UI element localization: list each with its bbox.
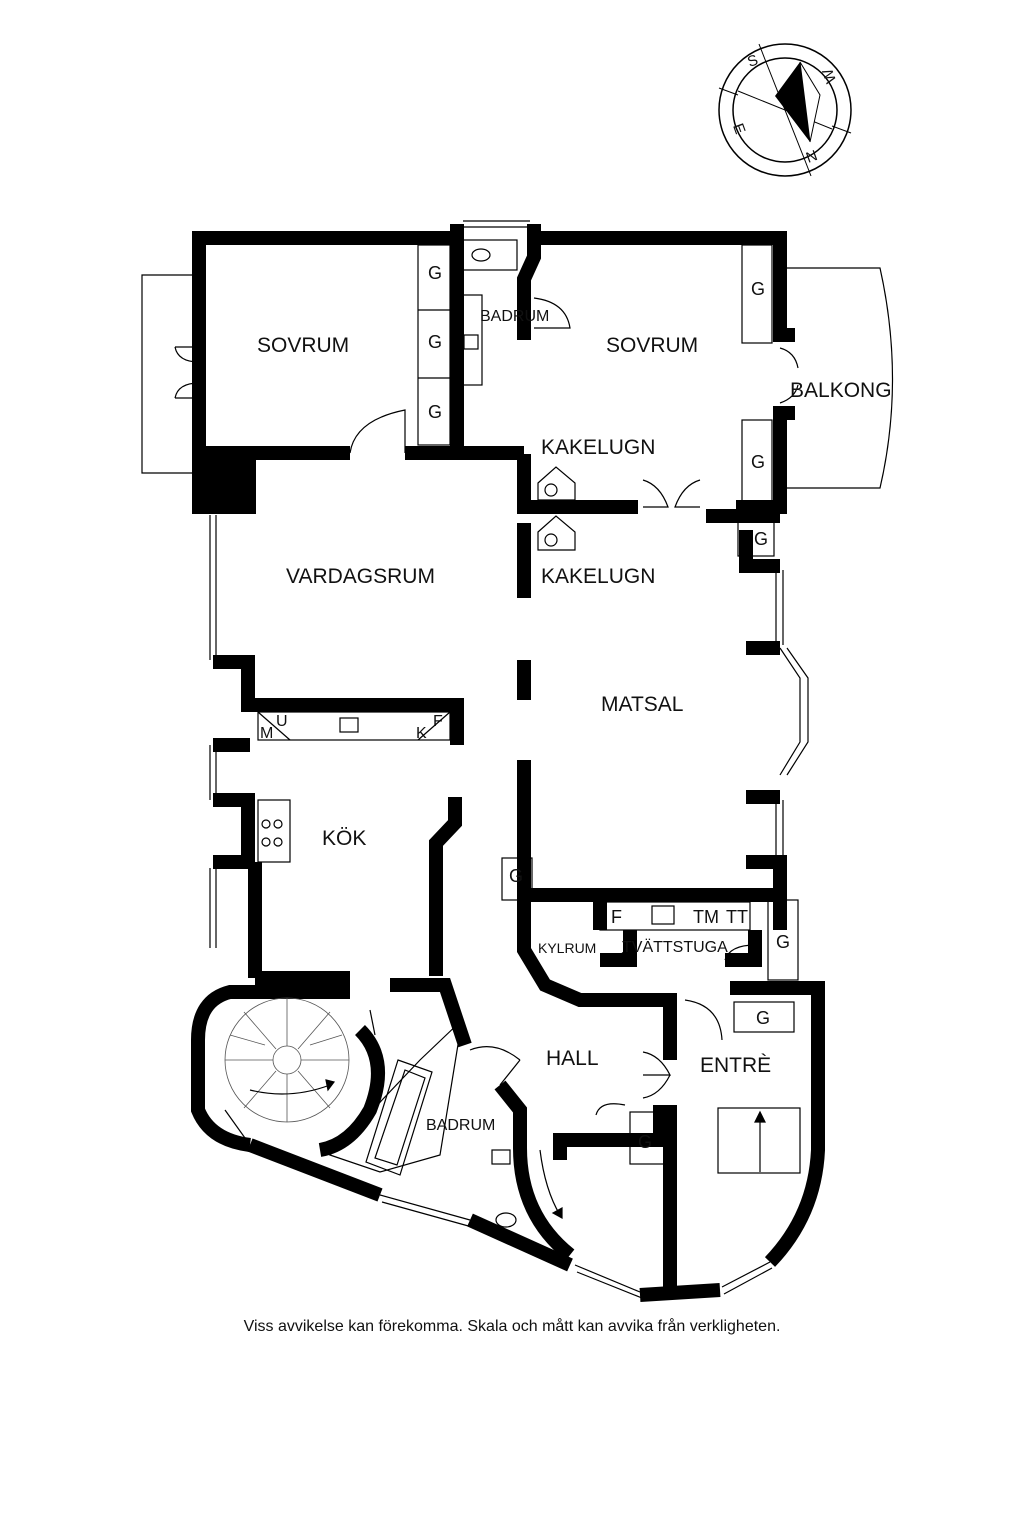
- closet-marker: G: [428, 332, 442, 352]
- room-label-matsal: MATSAL: [601, 693, 683, 716]
- closet-marker: G: [509, 866, 523, 886]
- room-label-sovrum-right: SOVRUM: [606, 334, 698, 357]
- room-label-kok: KÖK: [322, 827, 366, 850]
- compass-s-label: S: [745, 51, 760, 70]
- bathtub: [328, 1018, 463, 1176]
- closet-markers: G G G G G G G G G G: [428, 263, 790, 1152]
- room-label-entre: ENTRÈ: [700, 1054, 771, 1077]
- room-label-badrum-top: BADRUM: [480, 308, 549, 325]
- room-label-sovrum-left: SOVRUM: [257, 334, 349, 357]
- wall-block: [192, 446, 256, 514]
- fixtures: [257, 248, 675, 1228]
- room-label-tvattstuga: TVÄTTSTUGA: [622, 938, 728, 956]
- kitchen-marker-u: U: [276, 713, 288, 730]
- room-label-kakelugn-upper: KAKELUGN: [541, 436, 655, 459]
- kitchen-marker-m: M: [260, 725, 273, 742]
- doors: [174, 297, 799, 1116]
- closet-marker: G: [776, 932, 790, 952]
- compass-w-label: W: [819, 66, 840, 86]
- closet-marker: G: [756, 1008, 770, 1028]
- closet-marker: G: [428, 263, 442, 283]
- stair-arrows: [249, 1079, 766, 1220]
- closet-marker: G: [428, 402, 442, 422]
- room-label-hall: HALL: [546, 1047, 599, 1070]
- compass-rose: S W N E: [718, 43, 852, 177]
- closet-marker: G: [751, 279, 765, 299]
- room-label-vardagsrum: VARDAGSRUM: [286, 565, 435, 588]
- room-label-kakelugn-lower: KAKELUGN: [541, 565, 655, 588]
- laundry-marker-tm: TM: [693, 907, 719, 927]
- room-label-badrum-bottom: BADRUM: [426, 1117, 495, 1134]
- exterior-walls: [192, 224, 825, 1160]
- closet-marker: G: [638, 1132, 652, 1152]
- closet-marker: G: [751, 452, 765, 472]
- balconies: [141, 267, 894, 489]
- kitchen-marker-k: K: [416, 725, 427, 742]
- laundry-marker-f: F: [611, 907, 622, 927]
- disclaimer-text: Viss avvikelse kan förekomma. Skala och …: [243, 1318, 781, 1335]
- room-label-balkong: BALKONG: [790, 379, 892, 402]
- closets: [257, 239, 801, 1174]
- tiled-stoves: [537, 466, 576, 551]
- wall-block: [517, 660, 531, 700]
- curved-exterior-walls: [191, 985, 825, 1302]
- kitchen-marker-f: F: [433, 713, 443, 730]
- closet-marker: G: [754, 529, 768, 549]
- spiral-staircase: [224, 997, 350, 1123]
- windows: [194, 220, 823, 1299]
- compass-e-label: E: [729, 121, 748, 136]
- room-label-kylrum: KYLRUM: [538, 940, 596, 956]
- laundry-marker-tt: TT: [726, 907, 748, 927]
